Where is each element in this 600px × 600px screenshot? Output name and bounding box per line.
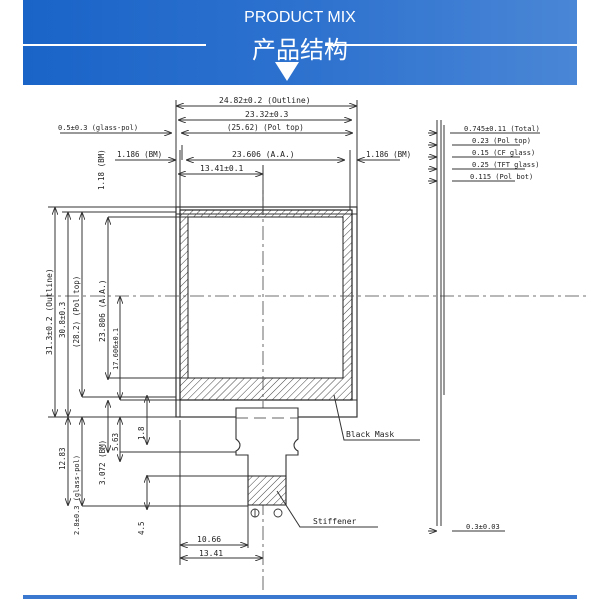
stiffener-height-label: 4.5 [137, 521, 146, 535]
fpc-notch-label: 5.63 [111, 433, 120, 451]
glass-pol-bottom-label: 2.8±0.3 (glass-pol) [73, 455, 81, 535]
fpc-neck-label: 1.8 [137, 426, 146, 440]
bottom-center-offset-label: 13.41 [199, 549, 223, 558]
banner-divider-right [325, 44, 577, 46]
down-triangle-icon [275, 62, 299, 81]
stiffener-area [247, 475, 287, 506]
banner-title-en: PRODUCT MIX [244, 9, 356, 26]
side-cf-glass-label: 0.15 (CF glass) [472, 149, 535, 157]
outline-width-label: 24.82±0.2 (Outline) [219, 96, 311, 105]
glass-height-label: 30.8±0.3 [58, 302, 67, 338]
bottom-divider [23, 595, 577, 599]
outline-height-label: 31.3±0.2 (Outline) [45, 268, 54, 355]
glass-pol-offset-label: 0.5±0.3 (glass-pol) [58, 124, 138, 132]
pol-top-height-label: (28.2) (Pol top) [72, 276, 81, 348]
fpc-offset-label: 10.66 [197, 535, 221, 544]
bm-left-label: 1.186 (BM) [117, 150, 162, 159]
side-pol-top-label: 0.23 (Pol top) [472, 137, 531, 145]
black-mask-callout: Black Mask [346, 430, 394, 439]
black-mask-frame [179, 209, 353, 401]
active-area-height-label: 23.806 (A.A.) [98, 279, 107, 342]
side-stiffener-thickness-label: 0.3±0.03 [466, 523, 500, 531]
center-height-label: 17.606±0.1 [112, 328, 120, 370]
bm-right-label: 1.186 (BM) [366, 150, 411, 159]
product-mix-banner: PRODUCT MIX 产品结构 [23, 0, 577, 85]
active-area-width-label: 23.606 (A.A.) [232, 150, 295, 159]
bm-bottom-label: 3.072 (BM) [98, 440, 107, 485]
side-tft-glass-label: 0.25 (TFT glass) [472, 161, 539, 169]
center-offset-label: 13.41±0.1 [200, 164, 244, 173]
bm-top-label: 1.18 (BM) [97, 149, 106, 190]
banner-title-zh: 产品结构 [252, 36, 348, 64]
side-total-label: 0.745±0.11 (Total) [464, 125, 540, 133]
banner-divider-left [23, 44, 206, 46]
stiffener-callout: Stiffener [313, 517, 357, 526]
side-pol-bot-label: 0.115 (Pol bot) [470, 173, 533, 181]
glass-width-label: 23.32±0.3 [245, 110, 289, 119]
pol-top-width-label: (25.62) (Pol top) [227, 123, 304, 132]
fpc-length-label: 12.83 [58, 447, 67, 470]
